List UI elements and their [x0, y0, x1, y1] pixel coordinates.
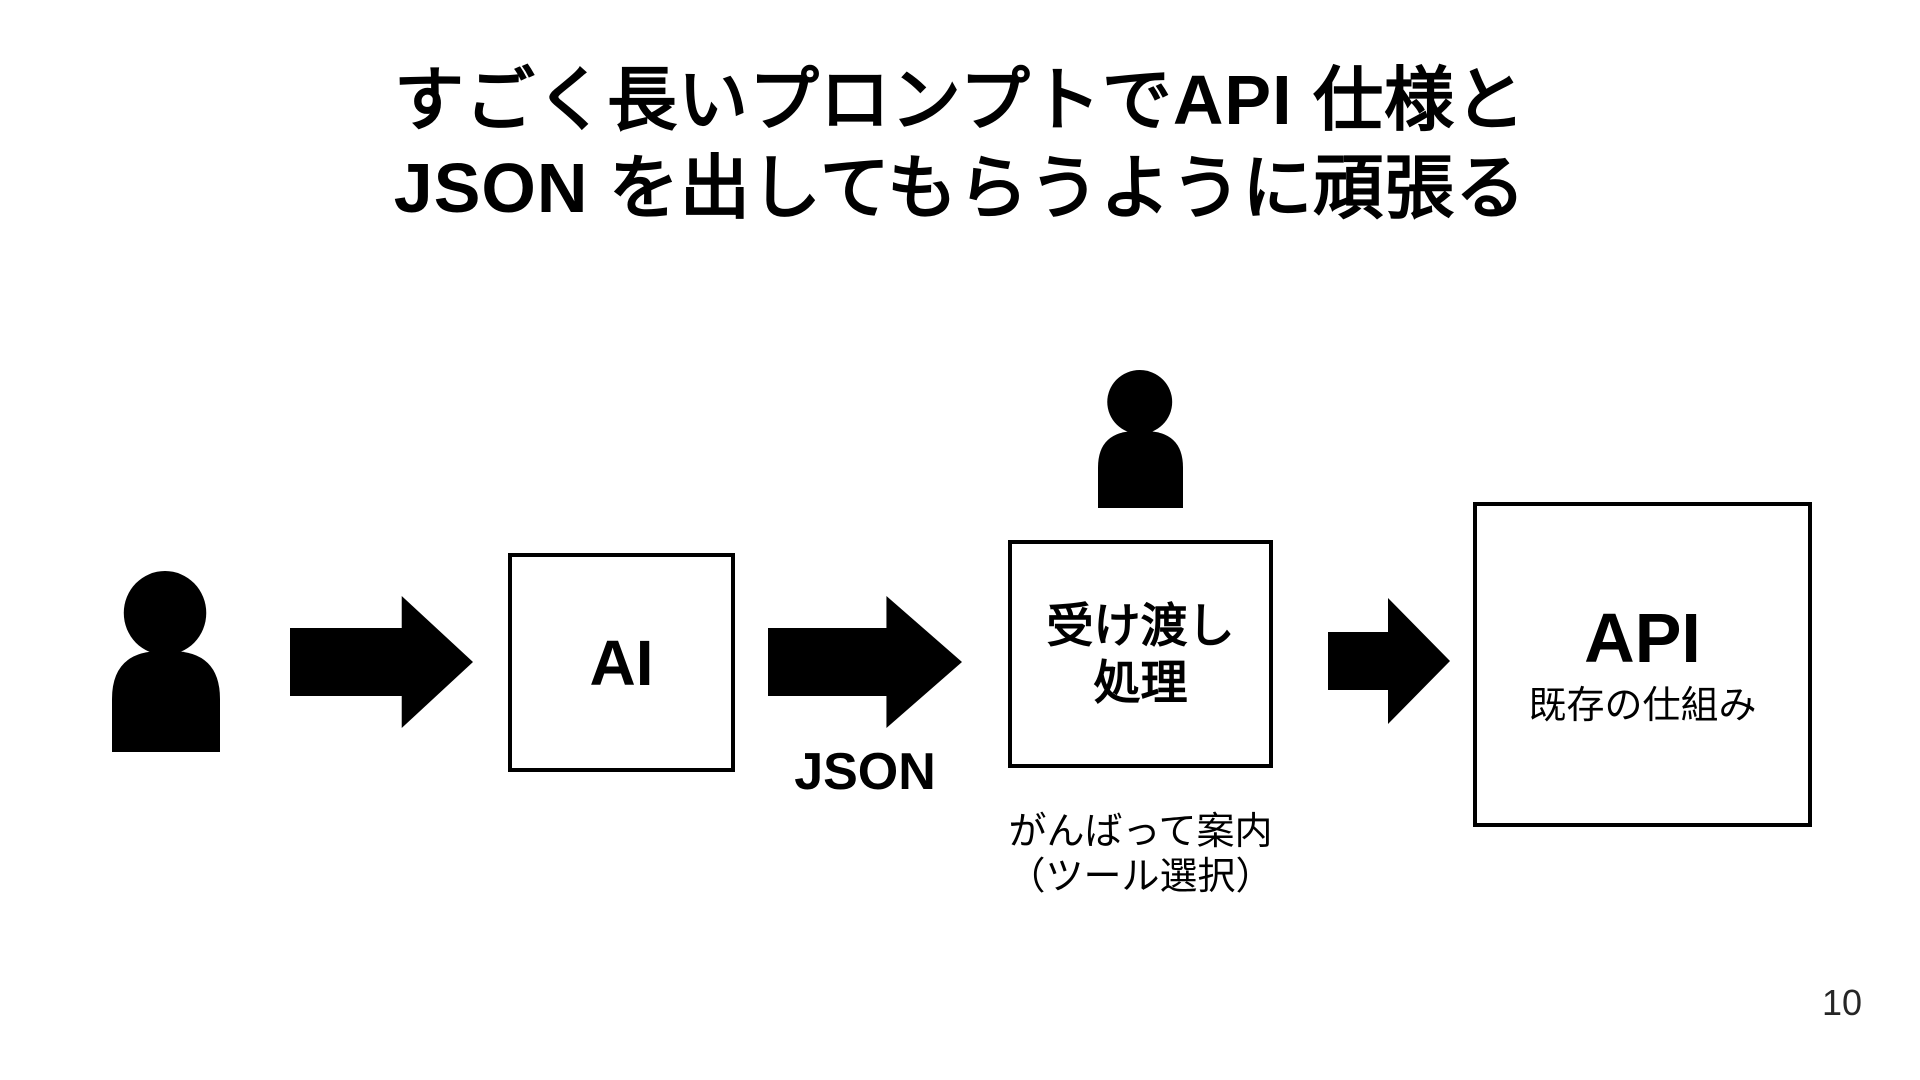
api-box: API 既存の仕組み	[1473, 502, 1812, 827]
api-box-sublabel: 既存の仕組み	[1528, 684, 1757, 727]
handoff-person-icon	[1098, 370, 1183, 508]
handoff-box-label-line-1: 受け渡し	[1046, 599, 1235, 652]
ai-box-label: AI	[589, 626, 654, 699]
handoff-box: 受け渡し 処理	[1008, 540, 1273, 768]
handoff-note: がんばって案内 （ツール選択）	[978, 810, 1303, 900]
title-line-2: JSON を出してもらうように頑張る	[393, 149, 1527, 227]
page-number: 10	[1822, 982, 1863, 1023]
handoff-note-line-2: （ツール選択）	[1007, 856, 1274, 898]
ai-box: AI	[508, 553, 735, 772]
json-label: JSON	[794, 743, 936, 801]
title-line-1: すごく長いプロンプトでAPI 仕様と	[393, 61, 1527, 139]
api-box-label: API	[1584, 598, 1701, 677]
user-person-icon	[112, 571, 220, 752]
slide-title: すごく長いプロンプトでAPI 仕様と JSON を出してもらうように頑張る	[0, 56, 1920, 232]
arrow-right-icon-2	[768, 596, 962, 728]
handoff-note-line-1: がんばって案内	[1008, 811, 1273, 853]
arrow-right-icon-3	[1328, 598, 1450, 724]
arrow-right-icon-1	[290, 596, 473, 728]
handoff-box-label-line-2: 処理	[1093, 656, 1188, 709]
